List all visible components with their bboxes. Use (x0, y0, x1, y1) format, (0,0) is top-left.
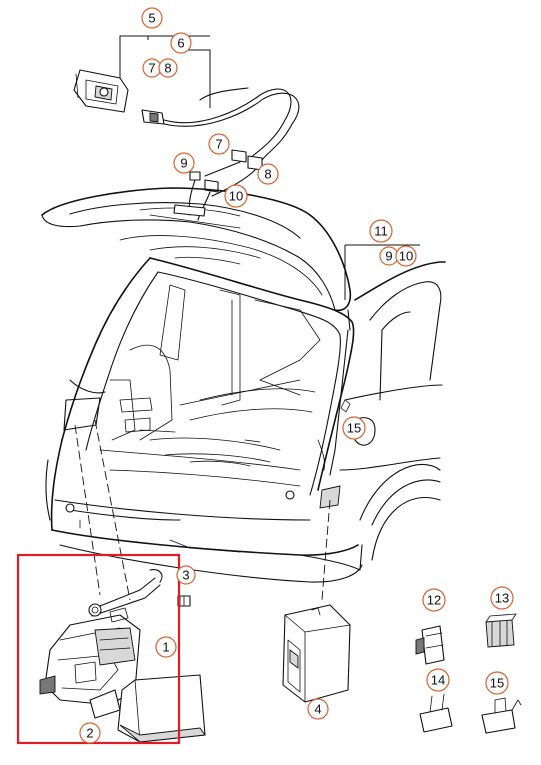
callout-1-text: 1 (162, 640, 169, 655)
callout-2-text: 2 (86, 726, 93, 741)
callout-2: 2 (79, 722, 101, 744)
callout-15-car: 15 (342, 416, 366, 440)
tailgate-switch-cable-assembly (73, 35, 300, 221)
callout-4-text: 4 (314, 702, 321, 717)
callout-9: 9 (173, 152, 195, 174)
callout-8: 8 (257, 163, 279, 185)
callout-labels: 5 6 7 8 7 8 9 10 11 9 10 15 3 1 2 4 12 1… (79, 7, 514, 744)
vehicle-rear-body (41, 187, 446, 583)
callout-7-text: 7 (215, 137, 222, 152)
callout-9-right-text: 9 (385, 249, 392, 264)
small-parts (415, 613, 522, 734)
callout-6-text: 6 (177, 36, 184, 51)
callout-7-top: 7 (142, 58, 162, 78)
highlight-frame (16, 553, 181, 745)
callout-4: 4 (307, 698, 329, 720)
part-4-control-unit (282, 604, 351, 703)
callout-8-text: 8 (264, 167, 271, 182)
callout-7-top-text: 7 (148, 61, 155, 76)
callout-15: 15 (485, 671, 509, 695)
callout-5: 5 (141, 7, 163, 29)
callout-10: 10 (224, 184, 248, 208)
leader-lines (74, 419, 331, 601)
callout-9-right: 9 (379, 246, 399, 266)
callout-12: 12 (422, 588, 446, 612)
callout-3-text: 3 (182, 568, 189, 583)
callout-7: 7 (208, 133, 230, 155)
callout-8-top-text: 8 (164, 61, 171, 76)
callout-11-bracket (344, 244, 420, 300)
callout-9-text: 9 (180, 156, 187, 171)
callout-12-text: 12 (427, 593, 441, 608)
callout-11: 11 (369, 219, 393, 243)
callout-13: 13 (490, 586, 514, 610)
callout-15-text: 15 (490, 676, 504, 691)
callout-14-text: 14 (431, 673, 445, 688)
callout-6: 6 (170, 32, 192, 54)
callout-15-car-text: 15 (347, 421, 361, 436)
callout-10-right: 10 (395, 245, 417, 267)
callout-11-text: 11 (374, 224, 388, 239)
callout-3: 3 (176, 565, 196, 585)
callout-13-text: 13 (495, 591, 509, 606)
callout-8-top: 8 (158, 58, 178, 78)
callout-1: 1 (155, 636, 177, 658)
callout-5-text: 5 (148, 11, 155, 26)
lock-actuator-assembly (39, 569, 206, 743)
callout-14: 14 (426, 668, 450, 692)
callout-10-text: 10 (229, 189, 243, 204)
callout-10-right-text: 10 (399, 249, 413, 264)
